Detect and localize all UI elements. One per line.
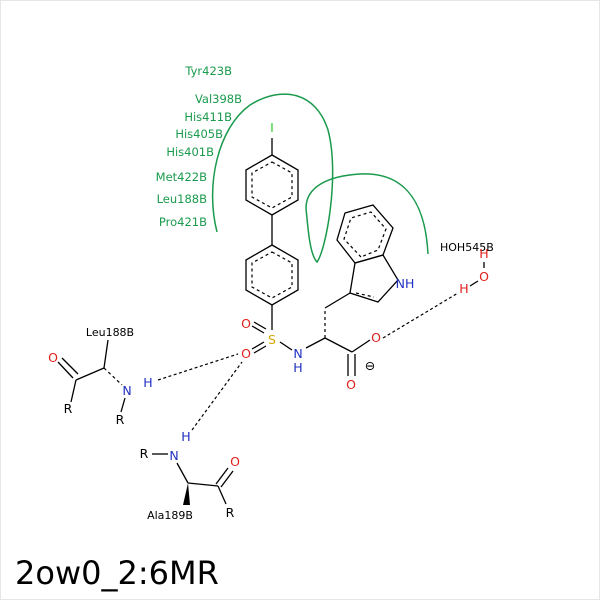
residue-label-leu188b: Leu188B <box>157 192 208 206</box>
hbond-carboxyl-water <box>382 292 459 339</box>
carboxyl-co-single <box>351 339 371 353</box>
indole-benzene-aromatic <box>343 211 387 258</box>
sulfonamide-nitrogen-label: N <box>293 346 302 361</box>
ala189-n-calpha-bond <box>176 462 189 484</box>
sulfonamide-hydrogen-label: H <box>293 360 302 375</box>
ala189-r-bond <box>217 485 227 505</box>
residue-label-met422b: Met422B <box>156 170 207 184</box>
so-double-bond-1a <box>251 325 265 334</box>
ala189-r-group-2: R <box>226 505 235 520</box>
phenyl-ring-upper <box>245 154 299 216</box>
hydrophobic-arc-left <box>211 93 334 264</box>
sulfur-atom-label: S <box>268 332 276 347</box>
residue-label-his405b: His405B <box>175 127 223 141</box>
leu188b-label: Leu188B <box>86 326 134 339</box>
so-double-bond-2b <box>253 345 267 354</box>
residue-label-his411b: His411B <box>184 110 232 124</box>
iodine-atom-label: I <box>270 120 274 135</box>
leu188-hydrogen-label: H <box>143 375 152 390</box>
indole-benzene-ring <box>336 204 394 264</box>
leu188-stereo-bond <box>103 367 123 386</box>
leu188-nr-bond <box>120 397 126 413</box>
so-double-bond-2a <box>251 341 265 350</box>
cbeta-bond <box>324 292 351 309</box>
leu188-nitrogen-label: N <box>122 383 131 398</box>
residue-label-pro421b: Pro421B <box>159 215 207 229</box>
carboxyl-oxygen-2-label: O <box>346 377 356 392</box>
leu188-side-bond <box>103 339 109 369</box>
leu188-c-bond <box>75 367 105 381</box>
so-double-bond-1b <box>253 321 267 330</box>
ala189-c-bond <box>187 482 219 487</box>
indole-pyrrole-ring <box>349 254 399 303</box>
ala189-co-double-b <box>220 470 234 488</box>
n-calpha-bond <box>305 337 326 349</box>
water-hydrogen-2-label: H <box>459 281 468 296</box>
indole-nitrogen-label: NH <box>396 276 415 291</box>
leu188-co-double-a <box>57 361 74 379</box>
sulfonyl-oxygen-1-label: O <box>241 316 251 331</box>
water-oxygen-label: O <box>479 269 489 284</box>
hbond-leu188-sulfonyl <box>157 353 239 381</box>
water-oh-bond-2 <box>469 280 479 287</box>
leu188-r-bond <box>70 379 77 403</box>
ala189-nitrogen-label: N <box>169 448 178 463</box>
hydrophobic-arc-right <box>305 173 429 255</box>
leu188-carbonyl-oxygen-label: O <box>48 350 58 365</box>
residue-label-his401b: His401B <box>166 145 214 159</box>
ala189-stereo-wedge <box>183 483 190 505</box>
s-n-bond <box>279 341 293 351</box>
carboxylate-charge-label: ⊖ <box>365 358 375 373</box>
residue-label-val398b: Val398B <box>195 92 242 106</box>
phenyl-ring-lower-aromatic <box>251 251 293 299</box>
ala189b-label: Ala189B <box>147 509 193 522</box>
calpha-carboxyl-bond <box>324 337 353 353</box>
leu188-co-double-b <box>61 357 79 375</box>
phenyl-ring-lower <box>245 244 299 306</box>
ala189-co-double-a <box>215 467 229 485</box>
leu188-r-group-2: R <box>116 412 125 427</box>
ala189-carbonyl-oxygen-label: O <box>230 454 240 469</box>
hbond-ala189-sulfonyl <box>191 361 243 431</box>
carboxyl-oxygen-1-label: O <box>371 330 381 345</box>
leu188-r-group-1: R <box>64 401 73 416</box>
water-hydrogen-1-label: H <box>479 246 488 261</box>
diagram-title: 2ow0_2:6MR <box>15 554 219 592</box>
phenyl-ring-upper-aromatic <box>251 161 293 209</box>
residue-label-tyr423b: Tyr423B <box>184 64 232 78</box>
water-residue-label: HOH545B <box>440 241 494 254</box>
ala189-r-group-1: R <box>140 446 149 461</box>
ala189-hydrogen-label: H <box>181 429 190 444</box>
sulfonyl-oxygen-2-label: O <box>241 346 251 361</box>
